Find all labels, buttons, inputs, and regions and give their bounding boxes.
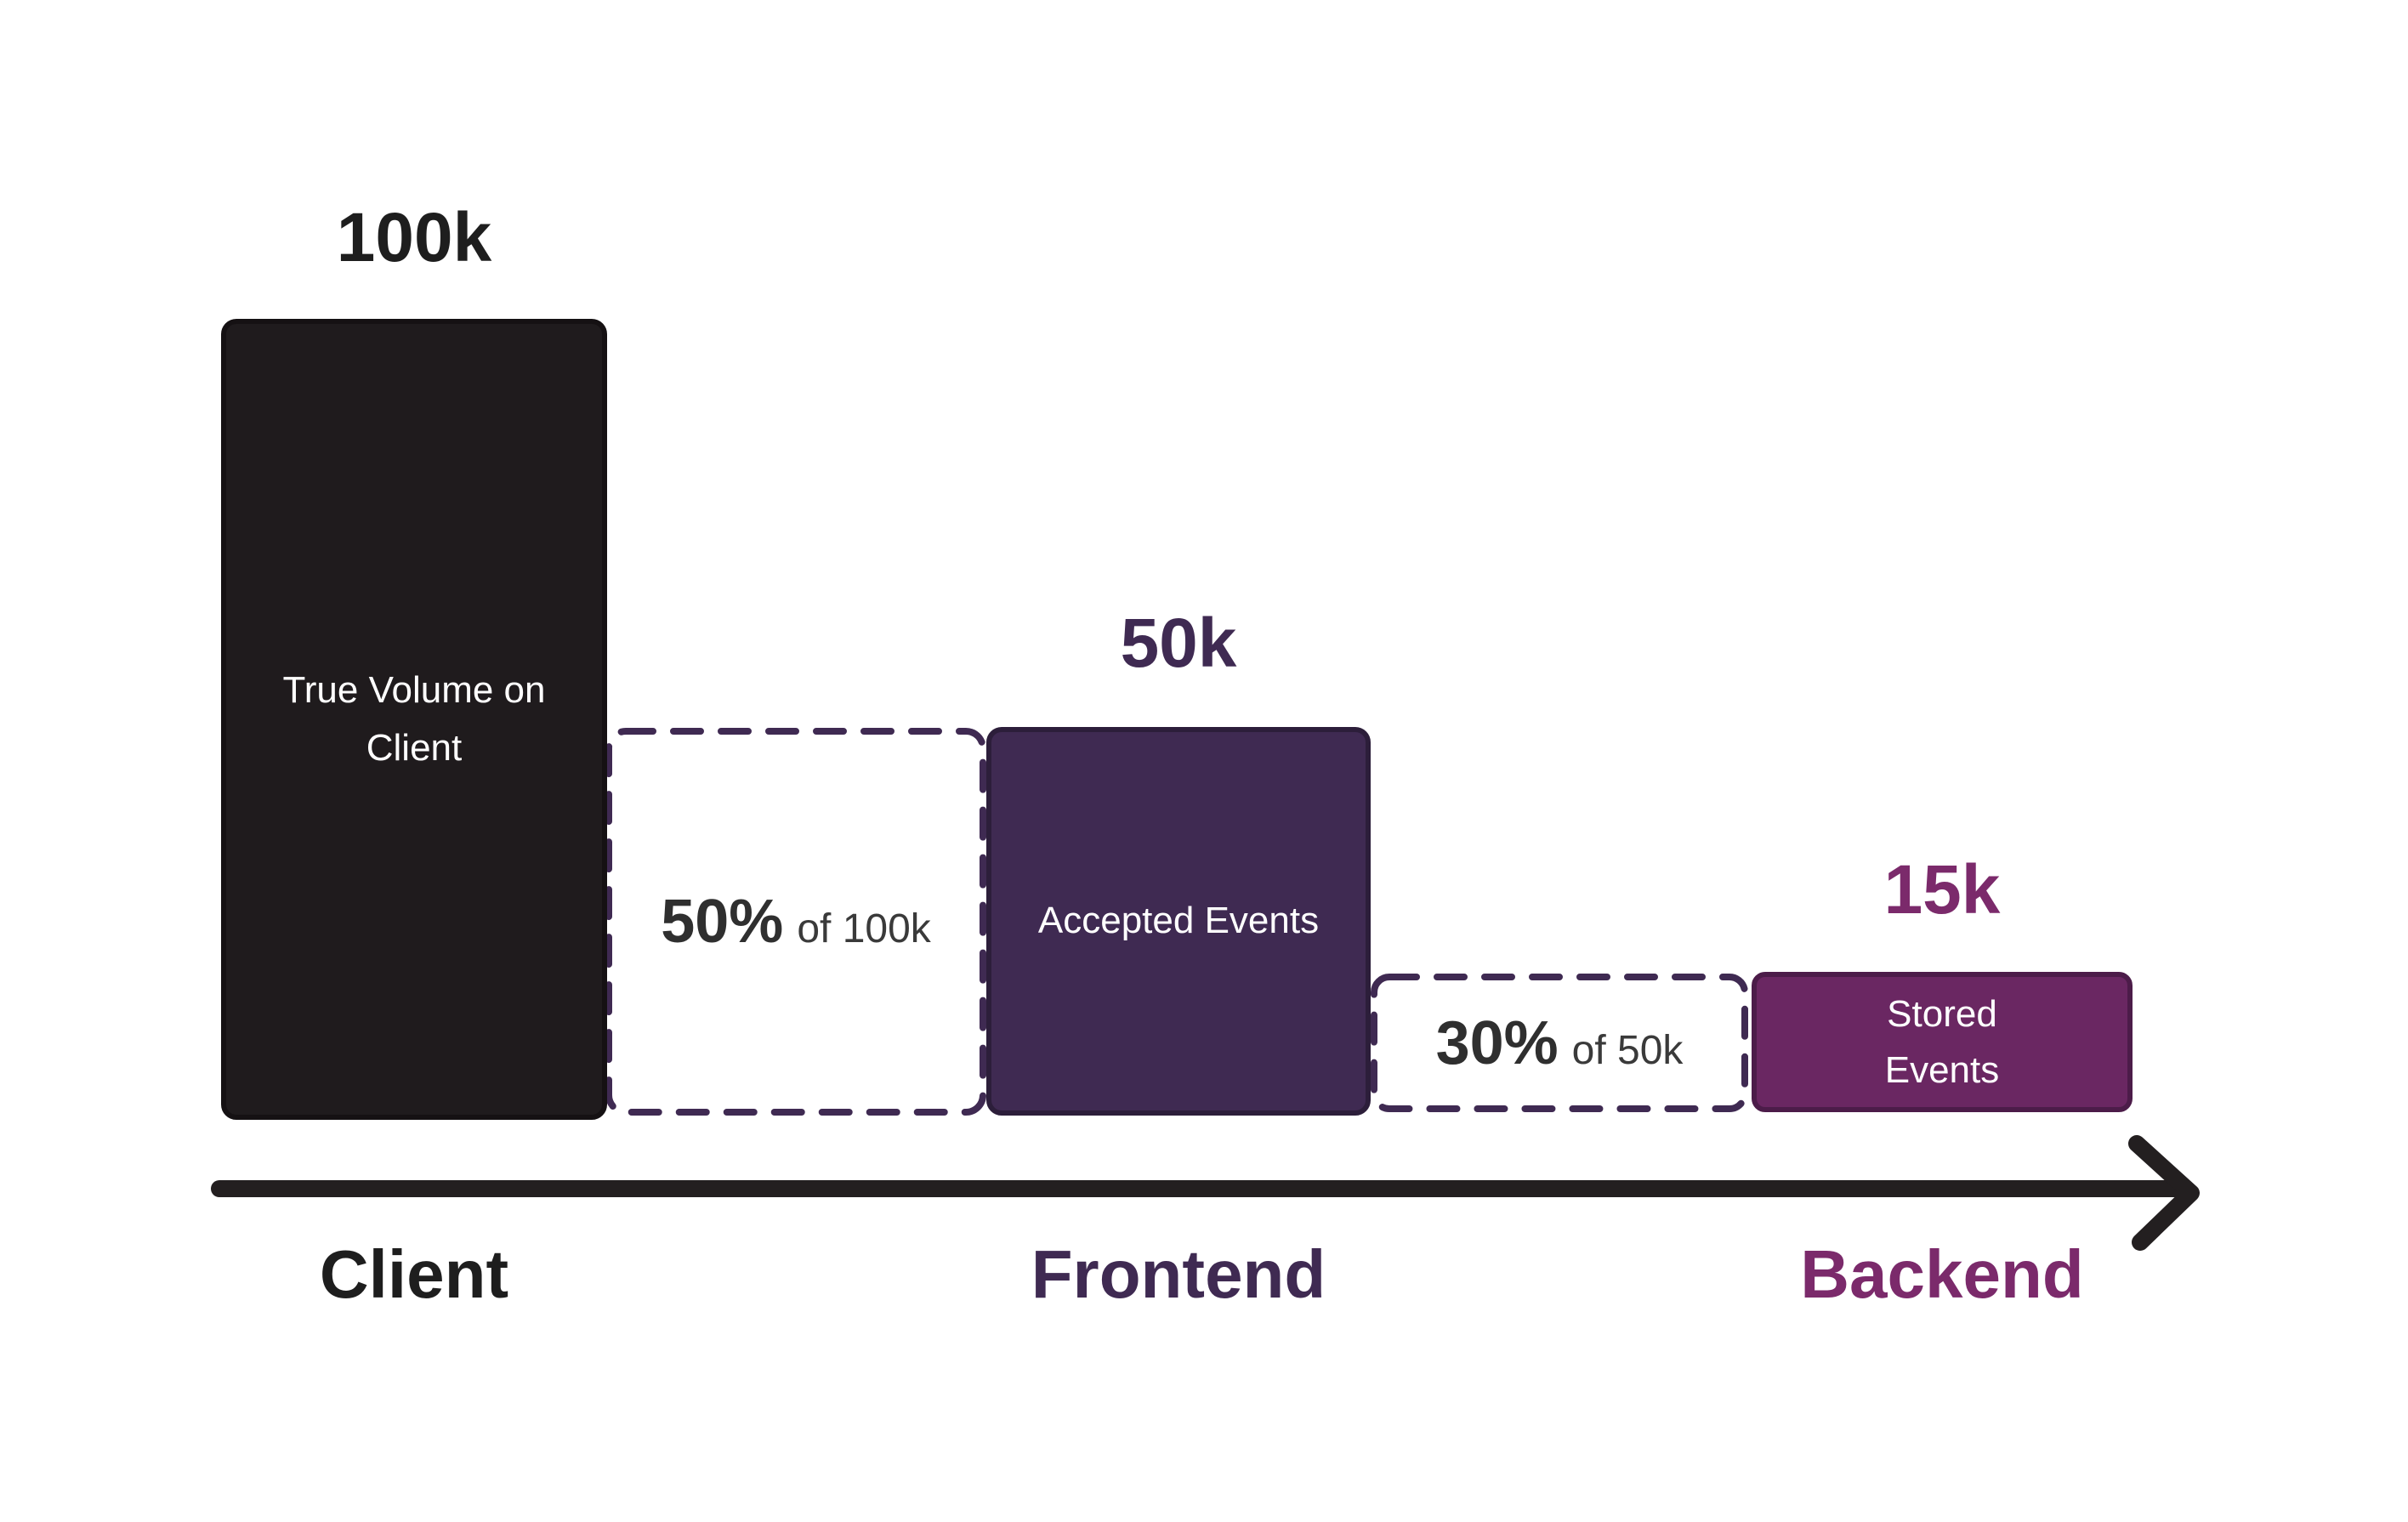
x-axis-arrowhead — [2128, 1135, 2200, 1251]
drop-dashed-box-frontend-backend — [1371, 974, 1748, 1112]
annotation-second-drop-percent: 30% — [1435, 1008, 1559, 1077]
value-label-client: 100k — [336, 199, 492, 276]
bar-label-accepted-events: Accepted Events — [1037, 900, 1320, 942]
axis-label-backend: Backend — [1800, 1236, 2084, 1312]
bar-label-true-volume: True Volume on Client — [282, 668, 546, 769]
annotation-second-drop-text: 30% of 50k — [1436, 1008, 1684, 1078]
annotation-first-drop-text: 50% of 100k — [661, 887, 931, 957]
bar-stored-events: Stored Events — [1752, 972, 2133, 1112]
annotation-second-drop-basis: of 50k — [1571, 1027, 1684, 1073]
bar-label-stored-events: Stored Events — [1884, 993, 2000, 1091]
annotation-first-drop-basis: of 100k — [797, 906, 931, 951]
axis-label-client: Client — [319, 1236, 509, 1312]
annotation-first-drop: 50% of 100k — [605, 728, 986, 1116]
axis-label-frontend: Frontend — [1031, 1236, 1326, 1312]
bar-accepted-events: Accepted Events — [986, 727, 1371, 1116]
annotation-second-drop: 30% of 50k — [1371, 974, 1748, 1112]
bar-true-volume-on-client: True Volume on Client — [221, 319, 607, 1120]
drop-dashed-box-client-frontend — [605, 728, 986, 1116]
annotation-first-drop-percent: 50% — [661, 888, 784, 956]
value-label-backend: 15k — [1883, 851, 2001, 929]
value-label-frontend: 50k — [1120, 605, 1237, 682]
